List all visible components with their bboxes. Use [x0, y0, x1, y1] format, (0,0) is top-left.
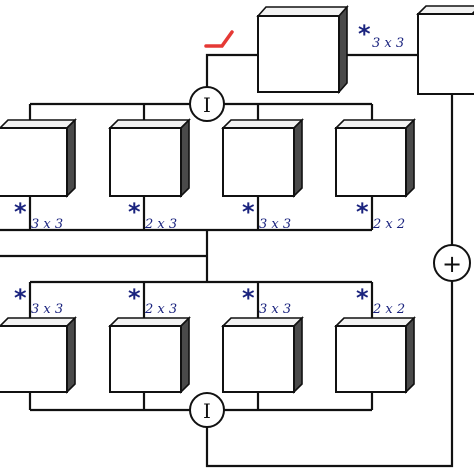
- upper-branch-4-star: *: [356, 198, 369, 226]
- lower-branch-2-kernel-label: 2 x 3: [144, 302, 177, 317]
- right-feature-block: [416, 5, 474, 95]
- upper-branch-1-kernel-label: 3 x 3: [31, 217, 63, 232]
- lower-block-3: [221, 316, 304, 394]
- identity-node-bottom-label: I: [203, 399, 211, 423]
- lower-branch-2-star: *: [128, 284, 141, 312]
- identity-node-bottom: I: [189, 392, 225, 428]
- lower-block-1: [0, 316, 77, 394]
- upper-branch-4-kernel-label: 2 x 2: [372, 217, 405, 232]
- wire-lower-risers: [28, 392, 374, 410]
- upper-row-blocks: [0, 118, 416, 198]
- wire-top-drops: [28, 104, 374, 128]
- upper-block-1: [0, 118, 77, 198]
- lower-branch-4-kernel-label: 2 x 2: [372, 302, 405, 317]
- identity-node-top: I: [189, 86, 225, 122]
- sum-node: +: [433, 244, 471, 282]
- wire-output-return: [205, 281, 454, 468]
- lower-branch-3-star: *: [242, 284, 255, 312]
- upper-branch-2-star: *: [128, 198, 141, 226]
- top-conv-kernel-label: 3 x 3: [372, 36, 404, 51]
- sum-node-label: +: [442, 250, 462, 278]
- relu-icon: [204, 30, 234, 48]
- lower-row-blocks: [0, 316, 416, 394]
- upper-branch-3-star: *: [242, 198, 255, 226]
- lower-block-2: [108, 316, 191, 394]
- upper-branch-3-kernel-label: 3 x 3: [259, 217, 291, 232]
- identity-node-top-label: I: [203, 93, 211, 117]
- lower-branch-1-star: *: [14, 284, 27, 312]
- upper-block-4: [334, 118, 416, 198]
- wire-lower-drops: [28, 282, 374, 326]
- lower-branch-3-kernel-label: 3 x 3: [259, 302, 291, 317]
- lower-block-4: [334, 316, 416, 394]
- top-conv-block: [256, 4, 349, 95]
- lower-branch-4-star: *: [356, 284, 369, 312]
- lower-branch-1-kernel-label: 3 x 3: [31, 302, 63, 317]
- wire-upper-risers: [28, 196, 374, 230]
- top-conv-star: *: [358, 20, 371, 48]
- upper-branch-1-star: *: [14, 198, 27, 226]
- upper-block-2: [108, 118, 191, 198]
- upper-block-3: [221, 118, 304, 198]
- upper-branch-2-kernel-label: 2 x 3: [144, 217, 177, 232]
- connection-wires: [0, 53, 454, 468]
